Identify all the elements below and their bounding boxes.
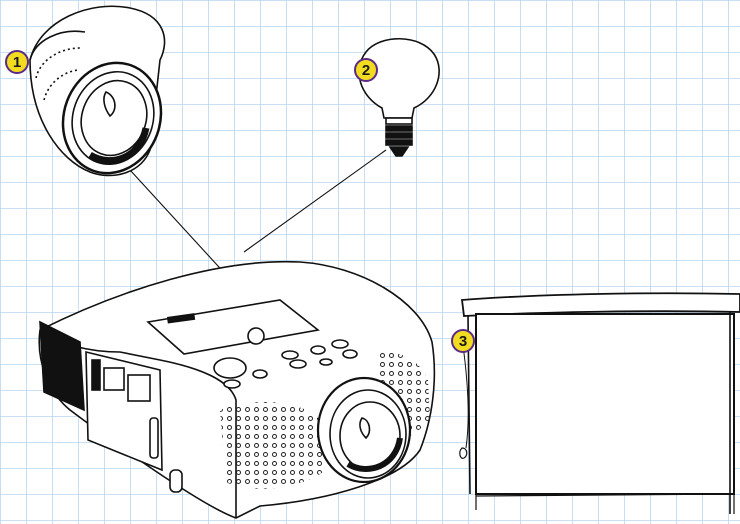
projector-illustration xyxy=(38,260,436,519)
callout-badge-2: 2 xyxy=(354,58,378,82)
callout-badge-1: 1 xyxy=(5,50,29,74)
callout-badge-3: 3 xyxy=(451,329,475,353)
lens-illustration xyxy=(29,5,166,177)
lamp-leader-line xyxy=(243,149,387,253)
callout-number-2: 2 xyxy=(361,61,371,79)
screen-illustration xyxy=(459,292,740,514)
callout-number-3: 3 xyxy=(458,332,468,350)
callout-number-1: 1 xyxy=(12,53,22,71)
